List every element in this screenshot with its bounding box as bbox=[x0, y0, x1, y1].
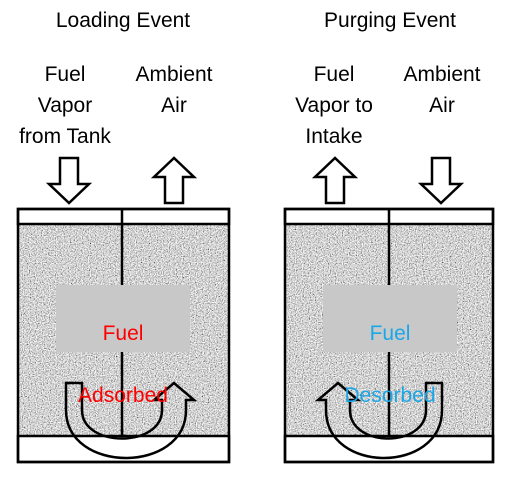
purging-center-label: Fuel Desorbed bbox=[323, 287, 457, 411]
purging-label-box bbox=[323, 285, 457, 352]
loading-right-label: Ambient Air bbox=[135, 63, 213, 117]
purging-right-down-arrow bbox=[417, 156, 465, 205]
purging-center-line1: Fuel bbox=[369, 322, 411, 345]
loading-right-up-arrow bbox=[150, 156, 198, 205]
loading-label-box bbox=[56, 285, 190, 352]
purging-center-line2: Desorbed bbox=[344, 384, 436, 407]
loading-canister bbox=[16, 207, 231, 464]
purging-title: Purging Event bbox=[324, 9, 456, 32]
loading-title: Loading Event bbox=[55, 9, 191, 32]
purging-right-label: Ambient Air bbox=[403, 63, 481, 117]
loading-flow-arrow bbox=[64, 381, 198, 460]
purging-left-label: Fuel Vapor to Intake bbox=[295, 63, 373, 148]
loading-canister-outline bbox=[16, 207, 231, 464]
loading-center-line1: Fuel bbox=[102, 322, 144, 345]
loading-left-down-arrow bbox=[45, 156, 93, 205]
purging-flow-arrow bbox=[314, 381, 444, 460]
loading-top-cap bbox=[16, 207, 231, 226]
loading-left-label: Fuel Vapor from Tank bbox=[19, 63, 111, 148]
loading-center-label: Fuel Adsorbed bbox=[56, 287, 190, 411]
purging-left-up-arrow bbox=[311, 156, 359, 205]
loading-center-line2: Adsorbed bbox=[78, 384, 168, 407]
purging-canister bbox=[283, 207, 495, 464]
